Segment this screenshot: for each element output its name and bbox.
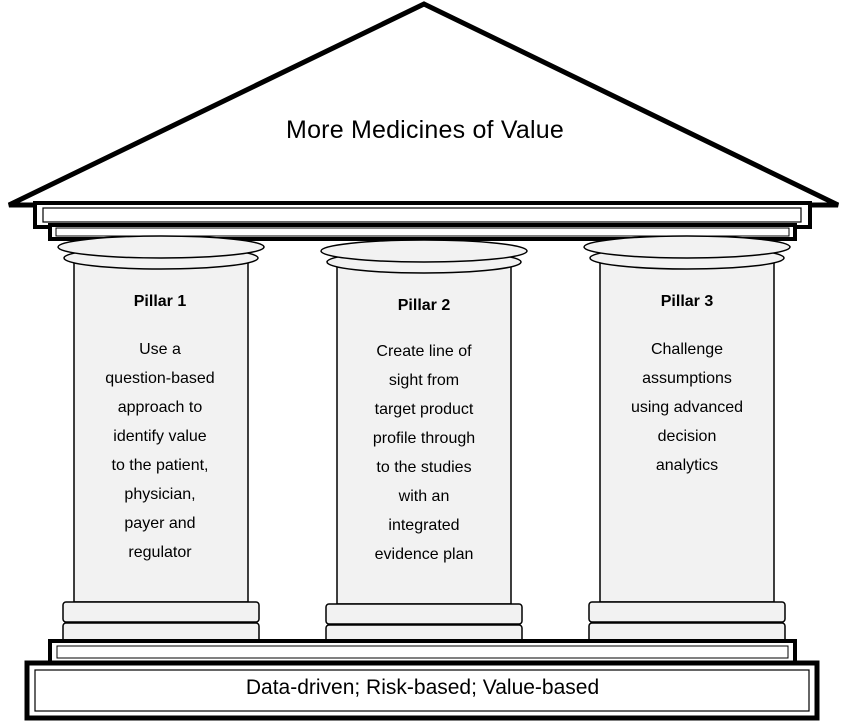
pillar-1-line: payer and bbox=[124, 515, 196, 532]
pillar-3-body: Challenge assumptions using advanced dec… bbox=[601, 335, 773, 480]
pillar-2-line: Create line of bbox=[376, 343, 472, 360]
pillar-1-line: Use a bbox=[139, 341, 181, 358]
foundation-inner bbox=[34, 669, 810, 712]
pillar-2-line: sight from bbox=[388, 372, 460, 389]
pillar-1-line: approach to bbox=[117, 399, 203, 416]
pillar-1-line: question-based bbox=[105, 370, 215, 387]
pillar-1 bbox=[57, 235, 265, 643]
pillar-3-line: using advanced bbox=[630, 399, 744, 416]
pillar-2-line: to the studies bbox=[376, 459, 472, 476]
lintel-inner bbox=[42, 207, 802, 223]
pillar-2-line: with an bbox=[398, 488, 450, 505]
pillar-1-line: regulator bbox=[128, 544, 192, 561]
pillar-3-base-upper bbox=[588, 601, 786, 623]
pillar-2-body: Create line of sight from target product… bbox=[338, 337, 510, 569]
pillar-1-line: identify value bbox=[113, 428, 207, 445]
pillar-1-title: Pillar 1 bbox=[133, 293, 187, 310]
stylobate bbox=[48, 639, 797, 665]
pillar-3-line: Challenge bbox=[650, 341, 724, 358]
pillar-1-base-upper bbox=[62, 601, 260, 623]
pillar-2-base-upper bbox=[325, 603, 523, 625]
stylobate-inner bbox=[56, 645, 789, 659]
pillar-2 bbox=[320, 239, 528, 645]
pillar-3-line: assumptions bbox=[642, 370, 732, 387]
pillar-2-capital-upper bbox=[320, 239, 528, 263]
roof-pediment bbox=[7, 1, 840, 208]
pillar-1-capital-upper bbox=[57, 235, 265, 259]
pillar-2-shaft bbox=[336, 265, 512, 605]
foundation-label: Data-driven; Risk-based; Value-based bbox=[245, 676, 600, 699]
pillar-2-title: Pillar 2 bbox=[397, 297, 451, 314]
pillar-3 bbox=[583, 235, 791, 643]
pillar-1-line: physician, bbox=[124, 486, 196, 503]
pillar-2-line: target product bbox=[374, 401, 474, 418]
pillar-2-line: integrated bbox=[388, 517, 460, 534]
pillar-1-body: Use a question-based approach to identif… bbox=[74, 335, 246, 567]
pillar-3-capital-upper bbox=[583, 235, 791, 259]
pillar-1-shaft bbox=[73, 261, 249, 603]
pillar-3-line: decision bbox=[657, 428, 717, 445]
roof-title: More Medicines of Value bbox=[286, 116, 564, 144]
pillar-3-line: analytics bbox=[655, 457, 719, 474]
pillar-1-line: to the patient, bbox=[111, 457, 209, 474]
foundation-block bbox=[24, 660, 820, 721]
pillar-2-line: evidence plan bbox=[374, 546, 474, 563]
pillar-3-title: Pillar 3 bbox=[660, 293, 714, 310]
pillar-3-shaft bbox=[599, 261, 775, 603]
pillar-2-line: profile through bbox=[372, 430, 476, 447]
lintel-lower-inner bbox=[55, 227, 790, 237]
